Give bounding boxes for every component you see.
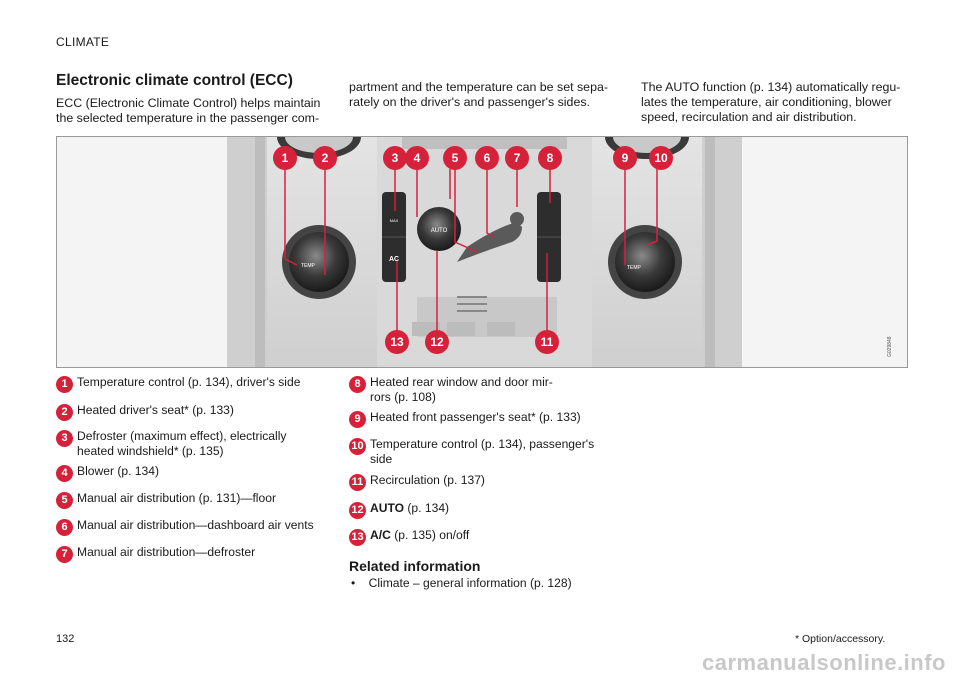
- related-link[interactable]: Climate – general information (p. 128): [368, 576, 572, 590]
- legend-number-13: 13: [349, 529, 366, 546]
- callout-8: [538, 146, 562, 170]
- legend-number-6: 6: [56, 519, 73, 536]
- callout-3: [383, 146, 407, 170]
- legend-text-7: Manual air distribution—defroster: [77, 545, 256, 559]
- callout-12-label: 12: [430, 335, 444, 349]
- callout-2: [313, 146, 337, 170]
- legend-number-11: 11: [349, 474, 366, 491]
- callout-6: [475, 146, 499, 170]
- callout-7: [505, 146, 529, 170]
- callout-1-label: 1: [282, 151, 289, 165]
- callout-2-label: 2: [322, 151, 329, 165]
- legend-number-2: 2: [56, 404, 73, 421]
- callout-9: [613, 146, 637, 170]
- callout-9-label: 9: [622, 151, 629, 165]
- legend-text-10: Temperature control (p. 134), passenger'…: [370, 437, 595, 466]
- callout-5-label: 5: [452, 151, 459, 165]
- legend-number-3: 3: [56, 430, 73, 447]
- callout-3-label: 3: [392, 151, 399, 165]
- legend-number-4: 4: [56, 465, 73, 482]
- temp-label-passenger: TEMP: [627, 265, 642, 271]
- intro-col-2: partment and the temperature can be set …: [349, 80, 608, 109]
- section-header: CLIMATE: [56, 35, 110, 49]
- ac-page-ref: (p. 135) on/off: [390, 528, 470, 542]
- related-heading: Related information: [349, 558, 481, 574]
- callout-6-label: 6: [484, 151, 491, 165]
- callout-10-label: 10: [654, 151, 668, 165]
- legend-text-8: Heated rear window and door mir-rors (p.…: [370, 375, 553, 404]
- climate-panel-illustration: AUTO AC MAX TEMP TEMP G029848 1 2 3 4 5 …: [57, 137, 907, 367]
- callout-4-label: 4: [414, 151, 421, 165]
- related-list-item[interactable]: • Climate – general information (p. 128): [351, 576, 572, 590]
- ac-bold-label: A/C: [370, 528, 391, 542]
- footnote: * Option/accessory.: [795, 633, 886, 645]
- bullet-icon: •: [351, 576, 356, 590]
- legend-text-5: Manual air distribution (p. 131)—floor: [77, 491, 276, 505]
- legend-number-1: 1: [56, 376, 73, 393]
- legend-text-4: Blower (p. 134): [77, 464, 160, 478]
- page-number: 132: [56, 633, 75, 645]
- legend-text-2: Heated driver's seat* (p. 133): [77, 403, 234, 417]
- watermark: carmanualsonline.info: [702, 650, 946, 675]
- temp-label-driver: TEMP: [301, 263, 316, 269]
- callout-13: [385, 330, 409, 354]
- callout-11: [535, 330, 559, 354]
- callout-5: [443, 146, 467, 170]
- legend-number-5: 5: [56, 492, 73, 509]
- legend-number-12: 12: [349, 502, 366, 519]
- legend-number-8: 8: [349, 376, 366, 393]
- legend-text-13: A/C (p. 135) on/off: [370, 528, 469, 543]
- ac-button-label: AC: [389, 256, 399, 263]
- intro-col-1: ECC (Electronic Climate Control) helps m…: [56, 96, 321, 125]
- page-title: Electronic climate control (ECC): [56, 72, 293, 89]
- callout-10: [649, 146, 673, 170]
- legend-number-9: 9: [349, 411, 366, 428]
- legend-text-11: Recirculation (p. 137): [370, 473, 485, 487]
- legend-number-7: 7: [56, 546, 73, 563]
- legend-text-9: Heated front passenger's seat* (p. 133): [370, 410, 581, 424]
- callout-7-label: 7: [514, 151, 521, 165]
- legend-text-1: Temperature control (p. 134), driver's s…: [77, 375, 301, 389]
- legend-number-10: 10: [349, 438, 366, 455]
- callout-11-label: 11: [541, 335, 554, 349]
- climate-panel-figure: AUTO AC MAX TEMP TEMP G029848 1 2 3 4 5 …: [56, 136, 908, 368]
- figure-code: G029848: [887, 336, 893, 357]
- auto-bold-label: AUTO: [370, 501, 405, 515]
- callout-12: [425, 330, 449, 354]
- auto-knob-label: AUTO: [431, 228, 448, 234]
- legend-text-6: Manual air distribution—dashboard air ve…: [77, 518, 314, 532]
- intro-col-3: The AUTO function (p. 134) automatically…: [641, 80, 901, 124]
- auto-page-ref: (p. 134): [404, 501, 450, 515]
- legend-text-12: AUTO (p. 134): [370, 501, 449, 516]
- callout-1: [273, 146, 297, 170]
- callout-8-label: 8: [547, 151, 554, 165]
- max-button-label: MAX: [390, 218, 399, 223]
- legend-text-3: Defroster (maximum effect), electrically…: [77, 429, 287, 458]
- callout-4: [405, 146, 429, 170]
- callout-13-label: 13: [390, 335, 404, 349]
